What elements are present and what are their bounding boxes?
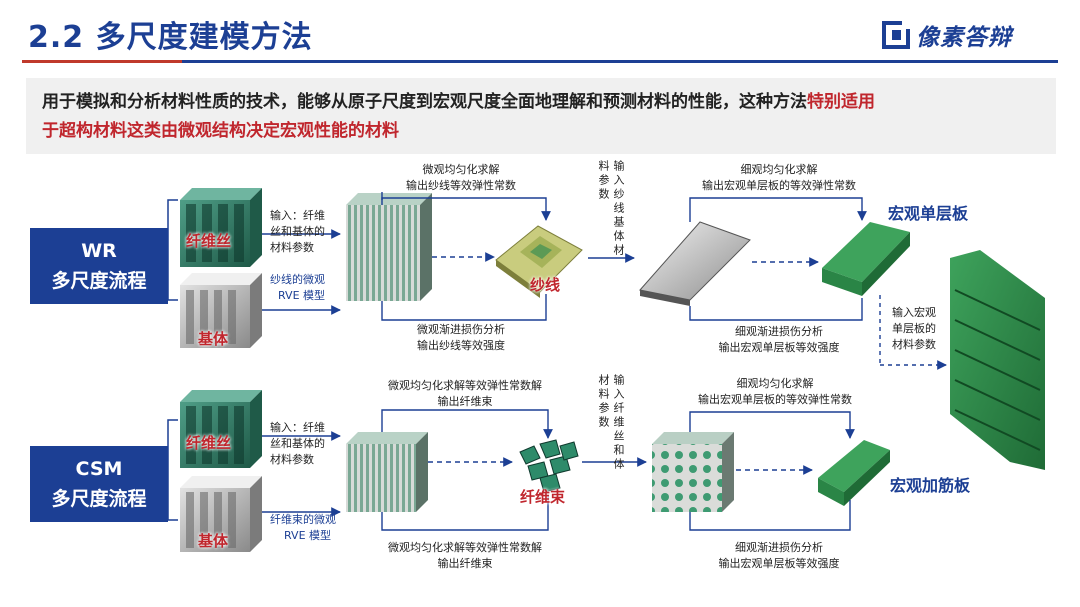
wr-meso-damage: 细观渐进损伤分析输出宏观单层板等效强度 bbox=[696, 324, 862, 356]
csm-vertical-input: 输入纤维丝和体材料参数 bbox=[596, 374, 626, 474]
csm-rve-cube bbox=[346, 432, 428, 512]
csm-input-text: 输入：纤维丝和基体的材料参数 bbox=[270, 420, 325, 468]
wr-macro-plate bbox=[822, 222, 910, 296]
stiffened-panel bbox=[950, 250, 1045, 470]
csm-fiber-tag: 纤维丝 bbox=[186, 432, 231, 453]
wr-rve-cube bbox=[346, 193, 432, 301]
csm-bundle-tag: 纤维束 bbox=[520, 486, 565, 507]
wr-fiber-tag: 纤维丝 bbox=[186, 230, 231, 251]
csm-label-line2: 多尺度流程 bbox=[30, 484, 168, 514]
csm-meso-damage: 细观渐进损伤分析输出宏观单层板等效强度 bbox=[696, 540, 862, 572]
wr-bracket bbox=[168, 200, 178, 300]
csm-flow-label: CSM 多尺度流程 bbox=[30, 446, 168, 522]
wr-label-line1: WR bbox=[30, 236, 168, 266]
wr-micro-damage: 微观渐进损伤分析输出纱线等效强度 bbox=[384, 322, 538, 354]
wr-micro-homog: 微观均匀化求解输出纱线等效弹性常数 bbox=[384, 162, 538, 194]
csm-micro-damage: 微观均匀化求解等效弹性常数解输出纤维束 bbox=[370, 540, 560, 572]
wr-meso-plate bbox=[640, 222, 750, 306]
wr-yarn-tag: 纱线 bbox=[530, 274, 560, 295]
wr-meso-homog: 细观均匀化求解输出宏观单层板的等效弹性常数 bbox=[684, 162, 874, 194]
wr-fiber-cube bbox=[180, 188, 262, 267]
csm-label-line1: CSM bbox=[30, 454, 168, 484]
wr-vertical-input: 输入纱线基体材料参数 bbox=[596, 160, 626, 260]
wr-flow-label: WR 多尺度流程 bbox=[30, 228, 168, 304]
wr-matrix-tag: 基体 bbox=[198, 328, 228, 349]
csm-meso-cube bbox=[652, 432, 734, 512]
wr-input-text: 输入：纤维丝和基体的材料参数 bbox=[270, 208, 325, 256]
csm-meso-homog: 细观均匀化求解输出宏观单层板的等效弹性常数 bbox=[680, 376, 870, 408]
csm-macro-result: 宏观加筋板 bbox=[890, 472, 970, 496]
csm-macro-plate bbox=[818, 440, 890, 506]
macro-input-text: 输入宏观单层板的材料参数 bbox=[884, 305, 944, 353]
csm-bracket bbox=[168, 420, 178, 520]
csm-fiber-bundle bbox=[520, 440, 578, 492]
csm-matrix-tag: 基体 bbox=[198, 530, 228, 551]
wr-macro-result: 宏观单层板 bbox=[888, 200, 968, 224]
csm-fiber-cube bbox=[180, 390, 262, 468]
csm-micro-homog: 微观均匀化求解等效弹性常数解输出纤维束 bbox=[370, 378, 560, 410]
wr-label-line2: 多尺度流程 bbox=[30, 266, 168, 296]
